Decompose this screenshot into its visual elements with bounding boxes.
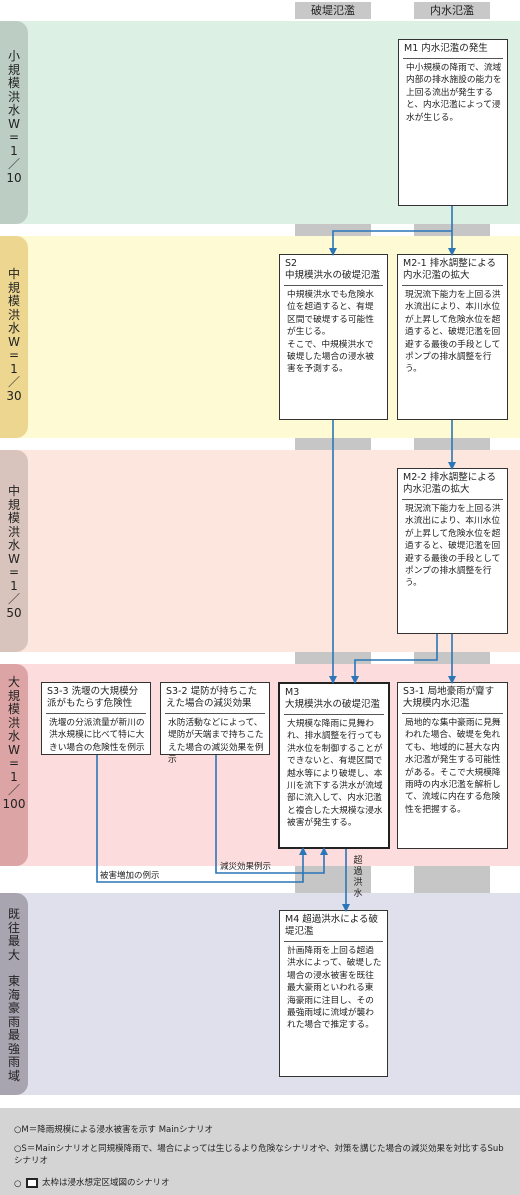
box-divider — [46, 713, 146, 714]
band-label-historical: 既往最大東海豪雨最強雨域 — [7, 907, 20, 1083]
box-divider — [284, 285, 383, 286]
box-title: M2-2 排水調整による内水氾濫の拡大 — [403, 472, 496, 495]
box-divider — [403, 58, 503, 59]
box-body: 現況流下能力を上回る洪水流出により、本川水位が上昇して危険水位を超過すると、破堤… — [405, 504, 501, 589]
box-body: 局地的な集中豪雨に見舞われた場合、破堤を免れても、地域的に甚大な内水氾濫が発生す… — [405, 718, 501, 815]
band-label-tab — [0, 893, 28, 1095]
box-body: 中規模洪水でも危険水位を超過すると、有堤区間で破堤する可能性が生じる。 そこで、… — [287, 290, 374, 375]
legend-thick-frame: 太枠は浸水想定区域図のシナリオ — [42, 1178, 170, 1188]
arrow-m1-to-s2 — [329, 230, 452, 256]
mitigation-label: 減災効果例示 — [220, 862, 272, 872]
band-label-tab — [0, 236, 28, 438]
arrow-m2-2-to-m3 — [351, 634, 438, 684]
legend-main-scenario: ○M＝降雨規模による浸水被害を示す Mainシナリオ — [14, 1125, 213, 1135]
box-body: 水防活動などによって、堤防が天端まで持ちこたえた場合の減災効果を例示 — [168, 718, 264, 766]
box-divider — [284, 714, 384, 715]
band-label-tab — [0, 21, 28, 224]
legend-bullet-icon: ○ — [14, 1179, 22, 1189]
box-title: S3-3 洗堰の大規模分派がもたらす危険性 — [47, 686, 139, 709]
scenario-box-m1: M1 内水氾濫の発生 中小規模の降雨で、流域内部の排水施設の能力を上回る流出が発… — [398, 39, 508, 206]
band-historical-max — [0, 893, 520, 1095]
column-strip — [295, 224, 371, 236]
column-strip — [414, 866, 490, 893]
box-title: S2 中規模洪水の破堤氾濫 — [285, 258, 381, 281]
box-title: M4 超過洪水による破堤氾濫 — [285, 914, 378, 937]
thick-frame-icon — [26, 1178, 38, 1188]
band-label-tab — [0, 664, 28, 866]
box-divider — [402, 713, 503, 714]
box-title: M3 大規模洪水の破堤氾濫 — [285, 687, 381, 710]
box-title: M1 内水氾濫の発生 — [404, 43, 488, 54]
box-divider — [402, 285, 503, 286]
box-title: M2-1 排水調整による内水氾濫の拡大 — [403, 258, 496, 281]
scenario-box-m4: M4 超過洪水による破堤氾濫 計画降雨を上回る超過洪水によって、破堤した場合の浸… — [279, 910, 388, 1077]
inland-column-header: 内水氾濫 — [414, 2, 490, 19]
band-label-tab — [0, 450, 28, 652]
scenario-box-s3-2: S3-2 堤防が持ちこたえた場合の減災効果 水防活動などによって、堤防が天端まで… — [160, 682, 270, 765]
scenario-box-s2: S2 中規模洪水の破堤氾濫 中規模洪水でも危険水位を超過すると、有堤区間で破堤す… — [279, 254, 388, 420]
box-title: S3-2 堤防が持ちこたえた場合の減災効果 — [166, 686, 258, 709]
legend-sub-scenario: ○S＝Mainシナリオと同規模降雨で、場合によっては生じるより危険なシナリオや、… — [14, 1144, 504, 1166]
scenario-box-s3-3: S3-3 洗堰の大規模分派がもたらす危険性 洗堰の分派流量が新川の洪水規模に比べ… — [41, 682, 151, 755]
box-body: 中小規模の降雨で、流域内部の排水施設の能力を上回る流出が発生すると、内水氾濫によ… — [406, 63, 502, 123]
box-body: 大規模な降雨に見舞われ、排水調整を行っても洪水位を制御することができないと、有堤… — [287, 719, 383, 829]
column-strip — [295, 866, 371, 893]
box-divider — [402, 499, 503, 500]
damage-increase-label: 被害増加の例示 — [100, 871, 160, 881]
excess-flood-label: 超 過 洪 水 — [353, 856, 363, 899]
arrow-s3-2-to-m3 — [215, 755, 328, 874]
breach-column-header: 破堤氾濫 — [295, 2, 371, 19]
box-body: 計画降雨を上回る超過洪水によって、破堤した場合の浸水被害を既往最大豪雨といわれる… — [287, 946, 382, 1031]
box-title: S3-1 局地豪雨が齎す大規模内水氾濫 — [403, 686, 495, 709]
box-divider — [284, 941, 383, 942]
box-divider — [165, 713, 265, 714]
box-body: 現況流下能力を上回る洪水流出により、本川水位が上昇して危険水位を超過すると、破堤… — [405, 290, 501, 375]
box-body: 洗堰の分派流量が新川の洪水規模に比べて特に大きい場合の危険性を例示 — [49, 718, 145, 753]
arrow-s3-3-to-m3 — [96, 755, 307, 883]
legend: ○M＝降雨規模による浸水被害を示す Mainシナリオ ○S＝Mainシナリオと同… — [0, 1108, 520, 1195]
